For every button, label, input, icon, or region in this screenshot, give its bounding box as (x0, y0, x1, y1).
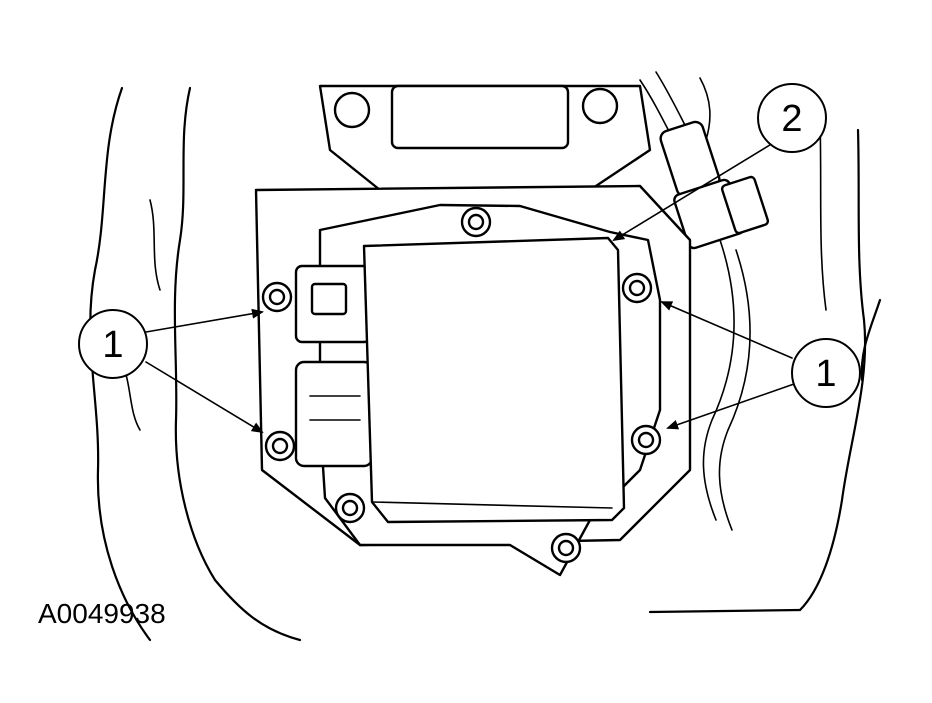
svg-text:2: 2 (781, 98, 802, 140)
mounting-bolt (550, 532, 582, 564)
svg-text:1: 1 (102, 324, 123, 366)
callout-2: 2 (757, 83, 827, 153)
mounting-bolt (334, 492, 366, 524)
mounting-bolt (264, 430, 296, 462)
leader-lines (145, 139, 795, 434)
mounting-bolt (621, 272, 653, 304)
svg-text:1: 1 (815, 353, 836, 395)
mounting-bolt (261, 281, 293, 313)
right-trim-panel (648, 119, 882, 614)
callout-1-left: 1 (78, 309, 148, 379)
callout-1-right: 1 (791, 338, 861, 408)
restraint-control-module (362, 236, 626, 524)
electrical-connectors (294, 264, 374, 468)
figure-id: A0049938 (38, 598, 166, 629)
mounting-bolt (460, 206, 492, 238)
wiring-harness (639, 71, 770, 531)
mounting-bolt (630, 424, 662, 456)
upper-bracket (318, 84, 652, 192)
